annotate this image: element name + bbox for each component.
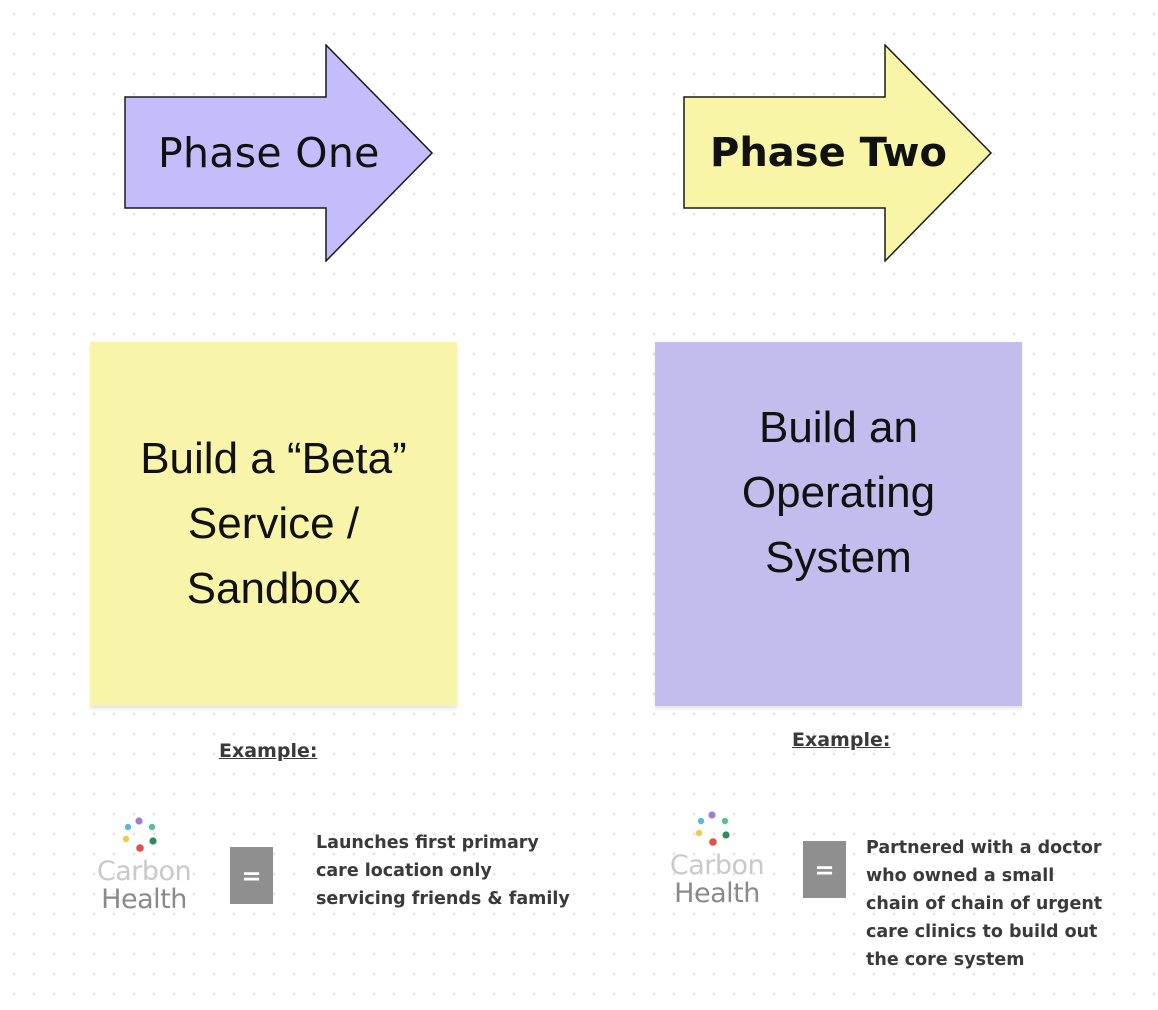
phase-two-label: Phase Two xyxy=(710,130,947,176)
phase-two-description: Partnered with a doctor who owned a smal… xyxy=(866,834,1116,974)
sticky-line: Build a “Beta” xyxy=(140,433,407,483)
logo-word-health: Health xyxy=(101,884,187,915)
logo-wordmark: Carbon Health xyxy=(88,858,200,914)
phase-two-arrow: Phase Two xyxy=(683,44,993,262)
description-line: who owned a small xyxy=(866,866,1055,886)
description-line: the core system xyxy=(866,950,1025,970)
logo-word-carbon: Carbon xyxy=(669,850,765,881)
sticky-line: Build an xyxy=(758,403,918,452)
description-line: Partnered with a doctor xyxy=(866,838,1102,858)
sticky-line: System xyxy=(765,533,912,582)
carbon-health-logo: Carbon Health xyxy=(661,810,773,910)
phase-two-sticky-note[interactable]: Build an Operating System xyxy=(655,342,1022,706)
description-line: chain of chain of urgent xyxy=(866,894,1103,914)
description-line: servicing friends & family xyxy=(316,889,570,909)
description-line: care location only xyxy=(316,861,492,881)
description-line: care clinics to build out xyxy=(866,922,1098,942)
phase-one-example-label: Example: xyxy=(219,740,318,762)
arrow-shape-icon xyxy=(124,44,434,262)
phase-one-label: Phase One xyxy=(158,129,380,177)
phase-one-description: Launches first primary care location onl… xyxy=(316,829,578,913)
equals-badge: = xyxy=(230,847,273,904)
arrow-shape xyxy=(124,44,434,262)
logo-word-health: Health xyxy=(674,878,760,909)
phase-two-example-label: Example: xyxy=(792,729,891,751)
phase-one-sticky-text: Build a “Beta” Service / Sandbox xyxy=(140,426,407,621)
arrow-shape xyxy=(683,44,993,262)
logo-word-carbon: Carbon xyxy=(96,856,192,887)
logo-dots-icon xyxy=(122,817,157,852)
arrow-shape-icon xyxy=(683,44,993,262)
sticky-line: Sandbox xyxy=(186,563,361,613)
phase-one-arrow: Phase One xyxy=(124,44,434,262)
carbon-health-logo: Carbon Health xyxy=(88,816,200,916)
logo-wordmark: Carbon Health xyxy=(661,852,773,908)
phase-one-sticky-note[interactable]: Build a “Beta” Service / Sandbox xyxy=(90,342,457,706)
sticky-line: Operating xyxy=(741,468,936,517)
description-line: Launches first primary xyxy=(316,833,539,853)
phase-two-sticky-text: Build an Operating System xyxy=(742,395,935,590)
logo-dots-icon xyxy=(695,811,730,846)
equals-badge: = xyxy=(803,841,846,898)
sticky-line: Service / xyxy=(187,498,360,548)
